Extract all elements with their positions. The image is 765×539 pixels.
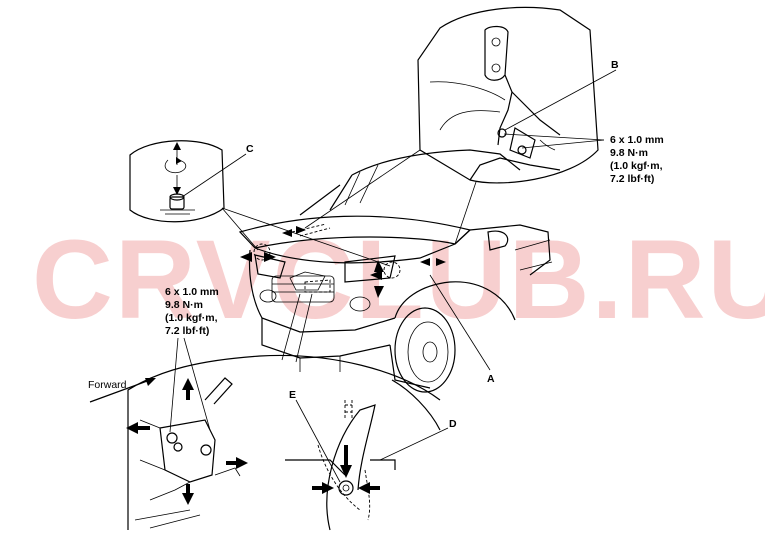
label-a: A bbox=[487, 373, 495, 385]
label-b: B bbox=[611, 59, 619, 71]
torque-right-size: 6 x 1.0 mm bbox=[610, 134, 664, 146]
label-c: C bbox=[246, 143, 254, 155]
label-d: D bbox=[449, 418, 457, 430]
forward-indicator: Forward bbox=[88, 378, 156, 403]
torque-left-lbf: 7.2 lbf·ft) bbox=[165, 325, 209, 337]
label-e: E bbox=[289, 389, 296, 401]
detail-b-hinge bbox=[417, 6, 617, 184]
vehicle-illustration bbox=[238, 149, 553, 393]
leader-lines bbox=[221, 149, 477, 363]
torque-left-size: 6 x 1.0 mm bbox=[165, 286, 219, 298]
detail-hood-latch bbox=[126, 354, 441, 530]
detail-c-bumper-adjust bbox=[129, 140, 247, 223]
torque-spec-left: 6 x 1.0 mm 9.8 N·m (1.0 kgf·m, 7.2 lbf·f… bbox=[165, 286, 219, 433]
hood-stopper-arrows bbox=[240, 226, 446, 298]
forward-label: Forward bbox=[88, 379, 127, 391]
detail-striker bbox=[285, 379, 449, 531]
watermark: CRVCLUB.RU bbox=[32, 217, 765, 342]
arrow-right bbox=[236, 457, 248, 469]
torque-spec-right: 6 x 1.0 mm 9.8 N·m (1.0 kgf·m, 7.2 lbf·f… bbox=[610, 134, 664, 185]
torque-right-kgf: (1.0 kgf·m, bbox=[610, 160, 663, 172]
arrow-left bbox=[126, 422, 138, 434]
torque-left-nm: 9.8 N·m bbox=[165, 299, 203, 311]
arrow-up bbox=[182, 378, 194, 390]
leader-a bbox=[429, 274, 491, 371]
torque-right-nm: 9.8 N·m bbox=[610, 147, 648, 159]
torque-left-kgf: (1.0 kgf·m, bbox=[165, 312, 218, 324]
arrow-down bbox=[182, 493, 194, 505]
torque-right-lbf: 7.2 lbf·ft) bbox=[610, 173, 654, 185]
